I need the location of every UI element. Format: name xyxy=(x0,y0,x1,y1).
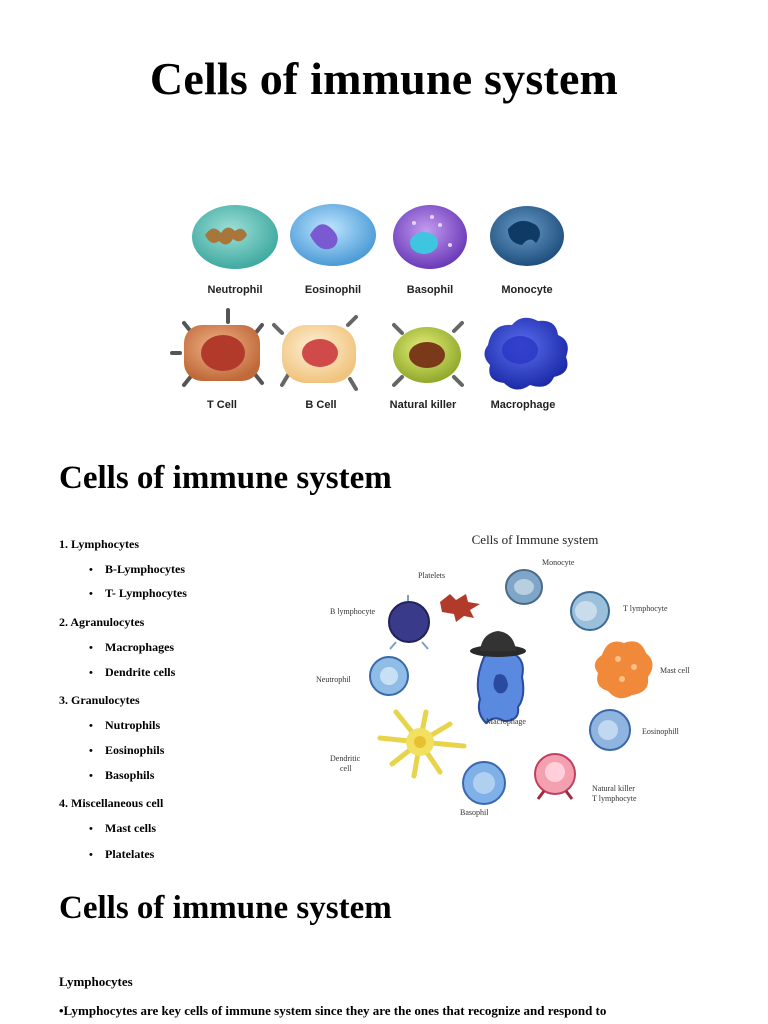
neutrophil-label: Neutrophil xyxy=(207,284,263,296)
category-agranulocytes: 2. Agranulocytes xyxy=(59,615,145,629)
neutrophil-cell xyxy=(192,205,278,269)
list-item: •Eosinophils xyxy=(89,743,165,757)
monocyte-label: Monocyte xyxy=(542,558,575,567)
t-lymphocyte-label: T lymphocyte xyxy=(623,604,668,613)
immune-system-diagram: Cells of Immune system xyxy=(300,527,720,827)
natural-killer-cell xyxy=(392,321,464,387)
platelets-label: Platelets xyxy=(418,571,446,580)
dendritic-label-line1: Dendritic xyxy=(330,754,361,763)
list-item: •Platelates xyxy=(89,847,155,861)
diagram-title: Cells of Immune system xyxy=(471,532,599,547)
basophil-label: Basophil xyxy=(406,284,454,296)
b-lymphocyte-label: B lymphocyte xyxy=(330,607,376,616)
neutrophil-label: Neutrophil xyxy=(316,675,351,684)
category-granulocytes: 3. Granulocytes xyxy=(59,693,140,707)
b-lymphocyte-shape xyxy=(388,601,430,643)
lymphocytes-paragraph: •Lymphocytes are key cells of immune sys… xyxy=(59,1003,607,1018)
basophil-cell xyxy=(393,205,467,269)
eosinophil-cell xyxy=(290,204,376,266)
bullet-icon: • xyxy=(89,849,93,861)
page-title: Cells of immune system xyxy=(149,53,619,104)
dendritic-label-line2: cell xyxy=(340,764,352,773)
mast-cell-label: Mast cell xyxy=(660,666,690,675)
monocyte-label: Monocyte xyxy=(501,284,553,296)
b-cell xyxy=(272,315,358,391)
monocyte-cell xyxy=(490,206,564,266)
list-item: •B-Lymphocytes xyxy=(89,562,186,576)
bullet-icon: • xyxy=(89,823,93,835)
eosinophil-label: Eosinophill xyxy=(642,727,679,736)
macrophage-cell xyxy=(484,317,568,390)
bullet-icon: • xyxy=(89,642,93,654)
bullet-icon: • xyxy=(89,745,93,757)
b-cell-label: B Cell xyxy=(305,399,337,411)
natural-killer-label: Natural killer xyxy=(389,399,457,411)
immune-cells-illustration: Neutrophil Eosinophil Basophil Monocyte … xyxy=(170,195,590,425)
list-item: •Basophils xyxy=(89,768,155,782)
macrophage-label: Macrophage xyxy=(490,399,556,411)
bullet-icon: • xyxy=(89,588,93,600)
natural-killer-label-line1: Natural killer xyxy=(592,784,635,793)
mast-cell-shape xyxy=(594,641,653,699)
macrophage-label: Macrophage xyxy=(486,717,526,726)
bullet-icon: • xyxy=(89,720,93,732)
list-item: •Dendrite cells xyxy=(89,665,176,679)
t-cell xyxy=(170,308,264,387)
bullet-icon: • xyxy=(89,667,93,679)
list-item: •Macrophages xyxy=(89,640,175,654)
basophil-label: Basophil xyxy=(460,808,489,817)
list-item: •Mast cells xyxy=(89,821,156,835)
natural-killer-label-line2: T lymphocyte xyxy=(592,794,637,803)
eosinophil-label: Eosinophil xyxy=(304,284,362,296)
list-item: •Nutrophils xyxy=(89,718,161,732)
category-lymphocytes: 1. Lymphocytes xyxy=(59,537,140,551)
bullet-icon: • xyxy=(89,564,93,576)
platelet-shape xyxy=(440,594,480,622)
bullet-icon: • xyxy=(89,770,93,782)
t-cell-label: T Cell xyxy=(207,399,237,411)
list-item: •T- Lymphocytes xyxy=(89,586,187,600)
section-heading-2: Cells of immune system xyxy=(59,890,392,926)
category-miscellaneous: 4. Miscellaneous cell xyxy=(59,796,164,810)
lymphocytes-subheading: Lymphocytes xyxy=(59,974,133,989)
section-heading: Cells of immune system xyxy=(59,460,392,496)
